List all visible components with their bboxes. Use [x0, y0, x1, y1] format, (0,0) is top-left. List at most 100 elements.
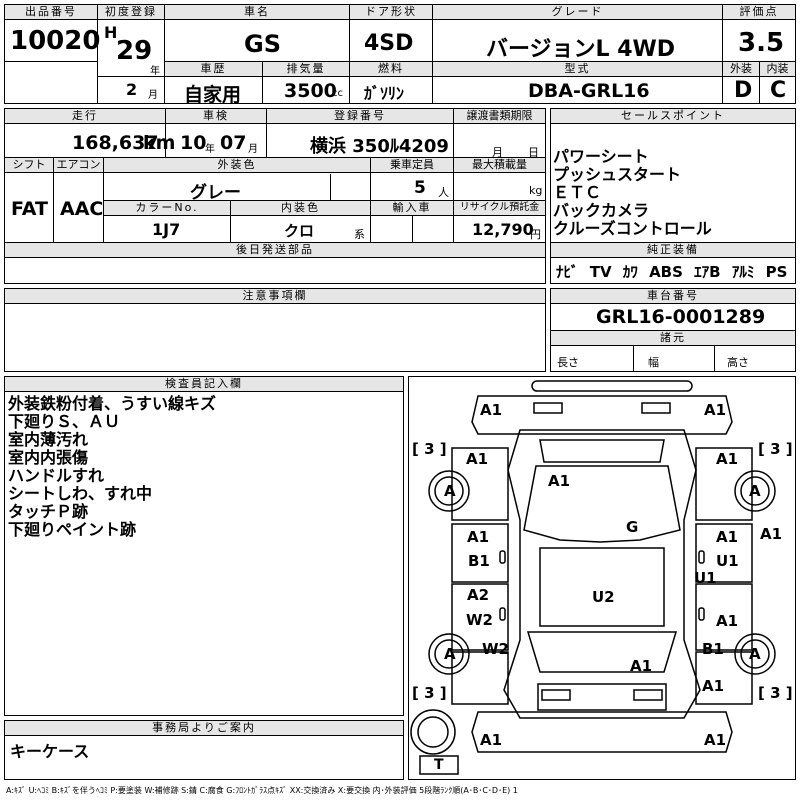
mileage: 168,637	[72, 132, 159, 154]
height-label: 高さ	[727, 356, 749, 369]
mark-front-door-left-2: B1	[468, 552, 490, 570]
inspector-notes: 外装鉄粉付着、うすい線キズ 下廻りＳ、ＡＵ 室内薄汚れ 室内内張傷 ハンドルすれ…	[8, 395, 216, 539]
mark-rear-fender-right-2: A1	[702, 677, 725, 695]
month-unit: 月	[148, 90, 158, 101]
int-label: 内装	[760, 62, 795, 77]
first-reg-label: 初度登録	[98, 5, 164, 20]
model-label: 型式	[433, 62, 722, 77]
equipment-item: ﾅﾋﾞ	[556, 263, 579, 281]
later-parts-label: 後日発送部品	[5, 243, 545, 258]
fuel: ｶﾞｿﾘﾝ	[364, 84, 405, 103]
length-label: 長さ	[557, 356, 579, 369]
insp-year-unit: 年	[205, 144, 215, 155]
tire-tread-fr: [ 3 ]	[758, 440, 793, 458]
tire-mark-fr: A	[749, 482, 761, 500]
tire-tread-fl: [ 3 ]	[412, 440, 447, 458]
plate: 横浜 350ﾙ4209	[310, 136, 449, 157]
inspection-label: 車検	[166, 109, 266, 124]
car-name: GS	[244, 30, 281, 58]
grade: バージョンL 4WD	[486, 37, 676, 62]
year-unit: 年	[150, 66, 160, 77]
shift: FAT	[11, 198, 48, 220]
door-label: ドア形状	[350, 5, 432, 20]
equipment-item: ABS	[649, 263, 683, 281]
ac-label: エアコン	[54, 158, 103, 173]
transfer-month-unit: 月	[492, 146, 503, 159]
recycle: 12,790	[472, 220, 534, 239]
mark-front-bumper-right: A1	[704, 401, 727, 419]
capacity: 5	[414, 178, 426, 198]
car-diagram	[410, 380, 776, 775]
era-mark: H	[104, 23, 118, 42]
transfer-label: 譲渡書類期限	[454, 109, 545, 124]
lot-no: 10020	[10, 26, 101, 56]
sales-point-item: パワーシート	[553, 147, 649, 166]
inspector-block	[4, 376, 404, 716]
notes-label: 注意事項欄	[5, 289, 545, 304]
equipment-item: PW	[799, 263, 800, 281]
equipment-item: ｱﾙﾐ	[731, 263, 755, 281]
displacement: 3500	[284, 80, 337, 102]
sales-point-item: バックカメラ	[553, 201, 650, 220]
color: グレー	[190, 183, 241, 203]
mileage-unit: km	[143, 132, 176, 154]
mark-rear-door-left: A2	[467, 586, 490, 604]
interior-color: クロ	[284, 222, 315, 240]
ext-label: 外装	[723, 62, 759, 77]
mark-front-bumper-left: A1	[480, 401, 503, 419]
mark-front-door-right-3: U1	[694, 569, 717, 587]
color-no: 1J7	[152, 220, 181, 239]
mark-front-door-right-2: U1	[716, 552, 739, 570]
mark-trunk: A1	[630, 657, 653, 675]
mark-rear-fender-right: B1	[702, 640, 724, 658]
equipment-item: PS	[765, 263, 788, 281]
mark-rear-bumper-left: A1	[480, 731, 503, 749]
grade-label: グレード	[433, 5, 722, 20]
tire-mark-rl: A	[444, 645, 456, 663]
inspector-note: タッチＰ跡	[8, 502, 89, 521]
mark-rear-fender-left: W2	[482, 640, 509, 658]
inspector-note: 室内内張傷	[8, 448, 89, 467]
sales-point-item: プッシュスタート	[553, 165, 682, 184]
mark-right-side-far: A1	[760, 525, 783, 543]
inspector-label: 検査員記入欄	[5, 377, 403, 392]
inspector-note: 下廻りＳ、ＡＵ	[8, 412, 121, 431]
mark-front-fender-left: A1	[466, 450, 489, 468]
office-label: 事務局よりご案内	[5, 721, 403, 736]
score-label: 評価点	[723, 5, 795, 20]
color-label: 外装色	[104, 158, 370, 173]
tire-tread-rr: [ 3 ]	[758, 684, 793, 702]
sales-point-list: パワーシート プッシュスタート ＥＴＣ バックカメラ クルーズコントロール	[553, 148, 712, 238]
tire-mark-fl: A	[444, 482, 456, 500]
fuel-label: 燃料	[350, 62, 432, 77]
shift-label: シフト	[5, 158, 53, 173]
capacity-label: 乗車定員	[371, 158, 453, 173]
inspector-note: 外装鉄粉付着、うすい線キズ	[8, 394, 217, 413]
interior-color-unit: 系	[354, 228, 365, 241]
ac: AAC	[60, 198, 104, 220]
sales-point-item: ＥＴＣ	[553, 183, 602, 202]
car-name-label: 車名	[165, 5, 349, 20]
history-label: 車歴	[165, 62, 262, 77]
capacity-unit: 人	[438, 186, 449, 199]
legend: A:ｷｽﾞ U:ﾍｺﾐ B:ｷｽﾞを伴うﾍｺﾐ P:要塗装 W:補修跡 S:錆 …	[6, 786, 518, 795]
sales-point-item: クルーズコントロール	[553, 219, 712, 238]
header-block	[4, 4, 796, 104]
insp-year: 10	[180, 132, 207, 154]
lot-no-label: 出品番号	[5, 5, 97, 20]
max-load-label: 最大積載量	[454, 158, 545, 173]
mark-roof: U2	[592, 588, 615, 606]
dims-label: 諸元	[551, 331, 795, 346]
recycle-label: リサイクル預託金	[454, 201, 545, 216]
max-load-unit: kg	[529, 184, 543, 197]
mileage-label: 走行	[5, 109, 165, 124]
inspector-note: シートしわ、すれ中	[8, 484, 153, 503]
chassis-label: 車台番号	[551, 289, 795, 304]
score: 3.5	[738, 28, 785, 58]
reg-month: 2	[126, 80, 138, 99]
mark-front-door-right: A1	[716, 528, 739, 546]
insp-month-unit: 月	[248, 144, 258, 155]
recycle-unit: 円	[530, 228, 541, 241]
equipment-item: ｴｱB	[694, 263, 721, 281]
model: DBA-GRL16	[528, 80, 650, 102]
